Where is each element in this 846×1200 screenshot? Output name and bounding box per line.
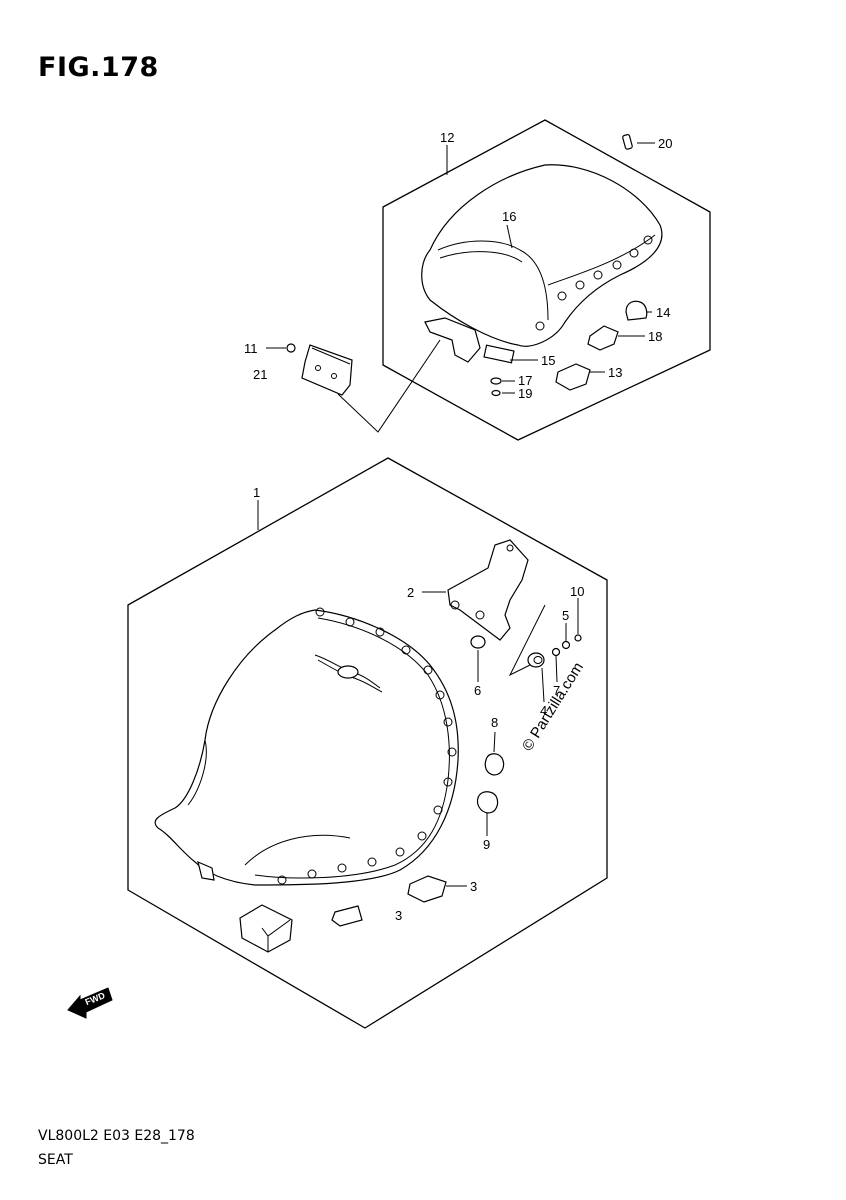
callout-13: 13 [608, 365, 622, 380]
fwd-arrow-icon: FWD [67, 987, 113, 1019]
callout-18: 18 [648, 329, 662, 344]
callout-5: 5 [562, 608, 569, 623]
washer-5 [561, 640, 571, 650]
cushion-8 [484, 753, 505, 776]
clip-18 [587, 325, 619, 351]
callout-10: 10 [570, 584, 584, 599]
callout-20: 20 [658, 136, 672, 151]
rear-seat-assembly [286, 119, 711, 441]
callout-15: 15 [541, 353, 555, 368]
cushion-14 [625, 300, 648, 321]
rider-seat-studs [277, 607, 457, 885]
bracket-15 [424, 317, 481, 363]
washer-17 [490, 377, 502, 385]
seat-emblem [314, 654, 383, 693]
callout-16: 16 [502, 209, 516, 224]
callout-2: 2 [407, 585, 414, 600]
washer-6 [470, 635, 486, 649]
callout-17: 17 [518, 373, 532, 388]
watermark: © Partzilla.com [519, 659, 587, 754]
washer-19 [491, 389, 501, 397]
washer-7 [551, 647, 561, 657]
clip-13 [555, 363, 591, 391]
callout-4: 4 [540, 703, 547, 718]
callout-7: 7 [553, 683, 560, 698]
callout-6: 6 [474, 683, 481, 698]
callout-8: 8 [491, 715, 498, 730]
clip-3-right [407, 875, 447, 903]
clip-3-left [331, 905, 363, 927]
cushion-9 [476, 791, 499, 814]
callout-1: 1 [253, 485, 260, 500]
callout-labels: 1 2 3 3 4 5 6 7 8 9 10 11 12 13 14 15 16… [244, 130, 672, 923]
seat-pad [239, 904, 293, 953]
bracket-21 [301, 344, 353, 396]
screw-20 [622, 134, 633, 150]
callout-11: 11 [244, 341, 258, 356]
callout-3-left: 3 [395, 908, 402, 923]
figure-title: FIG.178 [38, 52, 159, 83]
nut-10 [574, 634, 582, 642]
callout-12: 12 [440, 130, 454, 145]
rider-seat-cushion [154, 609, 459, 886]
passenger-seat-cushion [421, 164, 663, 347]
callout-3-right: 3 [470, 879, 477, 894]
callout-14: 14 [656, 305, 670, 320]
front-seat-assembly [127, 457, 608, 1029]
callout-21: 21 [253, 367, 267, 382]
diagram-code: VL800L2 E03 E28_178 [38, 1128, 195, 1144]
leader-lines [257, 142, 655, 887]
passenger-seat-studs [535, 235, 653, 331]
callout-19: 19 [518, 386, 532, 401]
rear-seat-group-frame [382, 119, 711, 441]
bracket-2 [447, 539, 529, 641]
diagram-name: SEAT [38, 1152, 73, 1168]
nut-4 [527, 652, 545, 668]
bolt-11 [286, 343, 296, 353]
callout-9: 9 [483, 837, 490, 852]
front-seat-group-frame [127, 457, 608, 1029]
